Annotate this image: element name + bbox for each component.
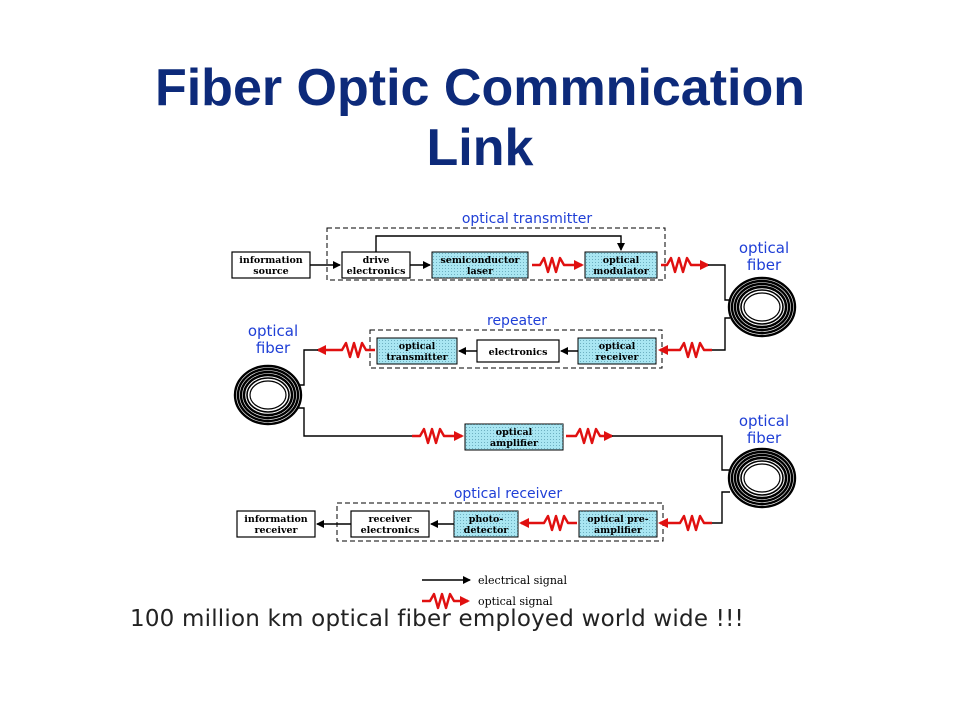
optical-amplifier-text-2: amplifier bbox=[490, 438, 539, 449]
fiber-line bbox=[712, 491, 730, 524]
fiber-label-bottom: fiber bbox=[747, 256, 782, 274]
repeater-optical-transmitter-text-2: transmitter bbox=[386, 352, 448, 363]
fiber-line bbox=[298, 349, 318, 386]
optical-signal-arrow bbox=[519, 514, 577, 532]
fiber-label-bottom: fiber bbox=[747, 429, 782, 447]
optical-preamplifier-text-1: optical pre- bbox=[587, 514, 649, 525]
information-source-text-1: information bbox=[239, 255, 302, 266]
optical-signal-arrow bbox=[532, 256, 584, 274]
fiber-line bbox=[298, 407, 412, 437]
information-source-text-2: source bbox=[253, 266, 288, 277]
optical-preamplifier-text-2: amplifier bbox=[594, 525, 643, 536]
receiver-electronics-text-2: electronics bbox=[361, 525, 420, 536]
photo-detector-text-2: detector bbox=[464, 525, 510, 536]
page-title: Fiber Optic Commnication Link bbox=[0, 58, 960, 178]
optical-signal-arrow bbox=[566, 427, 614, 445]
fiber-line bbox=[612, 435, 730, 471]
information-receiver-text-1: information bbox=[244, 514, 307, 525]
legend-electrical-label: electrical signal bbox=[478, 574, 567, 587]
drive-electronics-text-2: electronics bbox=[347, 266, 406, 277]
repeater-label: repeater bbox=[487, 313, 547, 329]
optical-transmitter-group bbox=[326, 227, 666, 281]
fiber-label-top: optical bbox=[739, 239, 789, 257]
semiconductor-laser-text-2: laser bbox=[467, 266, 494, 277]
receiver-electronics-text-1: receiver bbox=[368, 514, 412, 525]
footer-caption: 100 million km optical fiber employed wo… bbox=[130, 606, 744, 632]
repeater-optical-transmitter-text-1: optical bbox=[399, 341, 436, 352]
repeater-electronics-text: electronics bbox=[489, 347, 548, 358]
fiber-coil-icon bbox=[727, 447, 797, 509]
photo-detector-text-1: photo- bbox=[469, 514, 504, 525]
title-line-2: Link bbox=[426, 119, 534, 177]
optical-signal-arrow bbox=[412, 427, 464, 445]
optical-modulator-text-1: optical bbox=[603, 255, 640, 266]
electrical-arrow bbox=[375, 235, 625, 252]
fiber-coil-icon bbox=[233, 364, 303, 426]
information-source-block bbox=[231, 251, 311, 279]
title-line-1: Fiber Optic Commnication bbox=[154, 59, 806, 117]
optical-modulator-text-2: modulator bbox=[593, 266, 649, 277]
fiber-label-top: optical bbox=[739, 412, 789, 430]
legend-optical-label: optical signal bbox=[478, 595, 553, 608]
fiber-coil-icon bbox=[727, 276, 797, 338]
optical-signal-arrow bbox=[658, 514, 712, 532]
fiber-line bbox=[712, 317, 730, 351]
optical-amplifier-text-1: optical bbox=[496, 427, 533, 438]
repeater-optical-receiver-text-2: receiver bbox=[595, 352, 639, 363]
information-receiver-block bbox=[236, 510, 316, 538]
optical-signal-arrow bbox=[316, 341, 375, 359]
drive-electronics-text-1: drive bbox=[363, 255, 390, 266]
fiber-line bbox=[708, 264, 730, 301]
optical-receiver-label: optical receiver bbox=[454, 486, 563, 502]
repeater-optical-receiver-text-1: optical bbox=[599, 341, 636, 352]
optical-signal-arrow bbox=[658, 341, 712, 359]
semiconductor-laser-text-1: semiconductor bbox=[440, 255, 520, 266]
optical-transmitter-label: optical transmitter bbox=[462, 211, 593, 227]
information-receiver-text-2: receiver bbox=[254, 525, 298, 536]
legend-optical-icon bbox=[422, 592, 470, 610]
fiber-label-bottom: fiber bbox=[256, 339, 291, 357]
fiber-label-top: optical bbox=[248, 322, 298, 340]
optical-signal-arrow bbox=[661, 256, 710, 274]
